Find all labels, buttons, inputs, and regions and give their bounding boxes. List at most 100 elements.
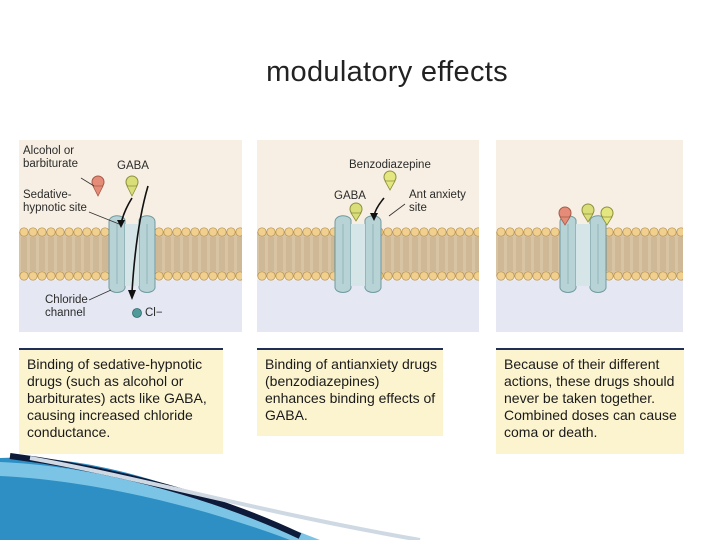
lipid-head-icon: [419, 227, 429, 237]
lipid-head-icon: [446, 271, 456, 281]
ion-channel-icon: [334, 215, 382, 293]
chloride-ion-label: Cl−: [145, 307, 163, 319]
lipid-head-icon: [226, 271, 236, 281]
lipid-head-icon: [473, 271, 479, 281]
lipid-head-icon: [311, 271, 321, 281]
lipid-head-icon: [208, 271, 218, 281]
gaba-label: GABA: [117, 160, 149, 172]
lipid-head-icon: [631, 227, 641, 237]
lipid-head-icon: [676, 271, 683, 281]
lipid-head-icon: [401, 227, 411, 237]
alcohol-label: Alcohol or barbiturate: [23, 145, 78, 170]
lipid-head-icon: [514, 227, 524, 237]
lipid-head-icon: [613, 227, 623, 237]
lipid-head-icon: [181, 271, 191, 281]
lipid-head-icon: [455, 227, 465, 237]
channel-illustration: [334, 170, 406, 293]
lipid-head-icon: [613, 271, 623, 281]
lipid-head-icon: [676, 227, 683, 237]
lipid-head-icon: [73, 271, 83, 281]
lipid-head-icon: [172, 227, 182, 237]
ion-channel-icon: [108, 215, 156, 293]
lipid-head-icon: [532, 271, 542, 281]
lipid-head-icon: [46, 271, 56, 281]
lipid-head-icon: [514, 271, 524, 281]
cytoplasm-region: [496, 280, 683, 332]
lipid-head-icon: [275, 271, 285, 281]
lipid-head-icon: [235, 271, 242, 281]
lipid-head-icon: [37, 227, 47, 237]
lipid-head-icon: [302, 271, 312, 281]
panel-sedative-hypnotic: Alcohol or barbiturate GABA Sedative-hyp…: [19, 140, 242, 332]
lipid-head-icon: [658, 227, 668, 237]
lipid-head-icon: [410, 271, 420, 281]
lipid-head-icon: [208, 227, 218, 237]
lipid-head-icon: [631, 271, 641, 281]
lipid-head-icon: [658, 271, 668, 281]
lipid-head-icon: [190, 271, 200, 281]
lipid-head-icon: [199, 227, 209, 237]
lipid-head-icon: [505, 227, 515, 237]
lipid-head-icon: [419, 271, 429, 281]
lipid-head-icon: [392, 227, 402, 237]
lipid-head-icon: [541, 227, 551, 237]
lipid-head-icon: [19, 227, 29, 237]
lipid-head-icon: [257, 271, 267, 281]
membrane-illustration: [257, 227, 479, 332]
lipid-head-icon: [401, 271, 411, 281]
lipid-head-icon: [622, 271, 632, 281]
lipid-head-icon: [226, 227, 236, 237]
lipid-head-icon: [523, 227, 533, 237]
lipid-head-icon: [284, 271, 294, 281]
panel-antianxiety: Benzodiazepine GABA Ant anxiety site: [257, 140, 479, 332]
lipid-head-icon: [181, 227, 191, 237]
lipid-head-icon: [532, 227, 542, 237]
lipid-head-icon: [640, 271, 650, 281]
lipid-head-icon: [293, 271, 303, 281]
lipid-head-icon: [550, 227, 560, 237]
lipid-head-icon: [311, 227, 321, 237]
lipid-head-icon: [320, 271, 330, 281]
lipid-head-icon: [410, 227, 420, 237]
lipid-head-icon: [464, 271, 474, 281]
lipid-head-icon: [235, 227, 242, 237]
lipid-head-icon: [19, 271, 29, 281]
channel-illustration: [558, 203, 614, 293]
lipid-head-icon: [172, 271, 182, 281]
channel-illustration: [80, 175, 156, 318]
lipid-head-icon: [163, 227, 173, 237]
lipid-head-icon: [622, 227, 632, 237]
lipid-head-icon: [383, 271, 393, 281]
lipid-head-icon: [496, 271, 506, 281]
lipid-head-icon: [293, 227, 303, 237]
lipid-head-icon: [455, 271, 465, 281]
lipid-head-icon: [190, 227, 200, 237]
lipid-head-icon: [428, 227, 438, 237]
lipid-head-icon: [437, 227, 447, 237]
lipid-head-icon: [91, 227, 101, 237]
lipid-head-icon: [266, 271, 276, 281]
lipid-head-icon: [437, 271, 447, 281]
lipid-head-icon: [91, 271, 101, 281]
lipid-head-icon: [496, 227, 506, 237]
ion-channel-icon: [559, 215, 607, 293]
alcohol-ligand-tail-icon: [92, 185, 104, 197]
antianxiety-site-label: Ant anxiety site: [409, 189, 466, 214]
lipid-head-icon: [82, 271, 92, 281]
lipid-head-icon: [505, 271, 515, 281]
lipid-head-icon: [667, 227, 677, 237]
lipid-head-icon: [28, 227, 38, 237]
lipid-head-icon: [383, 227, 393, 237]
lipid-head-icon: [266, 227, 276, 237]
decorative-swoosh: [0, 453, 421, 540]
lipid-head-icon: [523, 271, 533, 281]
caption-combined: Because of their different actions, thes…: [496, 348, 684, 454]
cytoplasm-region: [19, 280, 242, 332]
panel-combined: [496, 140, 683, 332]
lipid-head-icon: [82, 227, 92, 237]
lipid-head-icon: [320, 227, 330, 237]
lipid-head-icon: [473, 227, 479, 237]
lipid-head-icon: [649, 271, 659, 281]
lipid-head-icon: [392, 271, 402, 281]
lipid-head-icon: [163, 271, 173, 281]
